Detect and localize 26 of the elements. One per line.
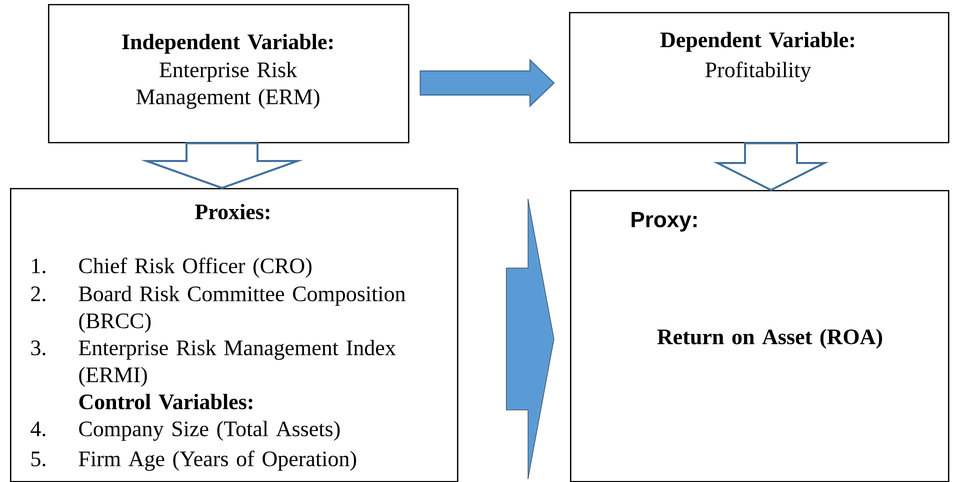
box-text: Profitability xyxy=(705,62,812,82)
variable-box xyxy=(10,188,458,482)
list-number: 3. xyxy=(31,340,46,356)
box-text: Enterprise Risk Management (ERM) xyxy=(136,62,320,109)
list-number: 2. xyxy=(31,286,46,302)
block-arrow xyxy=(420,58,555,108)
box-heading: Independent Variable: xyxy=(122,34,333,54)
list-number: 5. xyxy=(32,452,46,466)
list-item: Chief Risk Officer (CRO) xyxy=(79,258,312,278)
list-item: Board Risk Committee Composition (BRCC) xyxy=(78,286,406,333)
box-heading: Return on Asset (ROA) xyxy=(657,328,882,349)
block-arrow xyxy=(140,142,304,190)
list-item: Company Size (Total Assets) xyxy=(79,420,340,441)
variable-box xyxy=(569,12,950,144)
variable-box xyxy=(48,4,410,144)
box-heading: Proxies: xyxy=(195,204,270,220)
list-item: Enterprise Risk Management Index (ERMI) xyxy=(78,340,396,387)
list-number: 4. xyxy=(30,422,46,436)
block-arrow xyxy=(713,142,829,192)
block-arrow xyxy=(506,198,554,480)
list-item: Firm Age (Years of Operation) xyxy=(78,450,356,471)
variable-box xyxy=(570,190,950,482)
box-heading: Dependent Variable: xyxy=(660,32,854,52)
list-number: 1. xyxy=(32,258,46,274)
box-heading: Proxy: xyxy=(632,212,697,232)
list-heading: Control Variables: xyxy=(79,394,252,410)
